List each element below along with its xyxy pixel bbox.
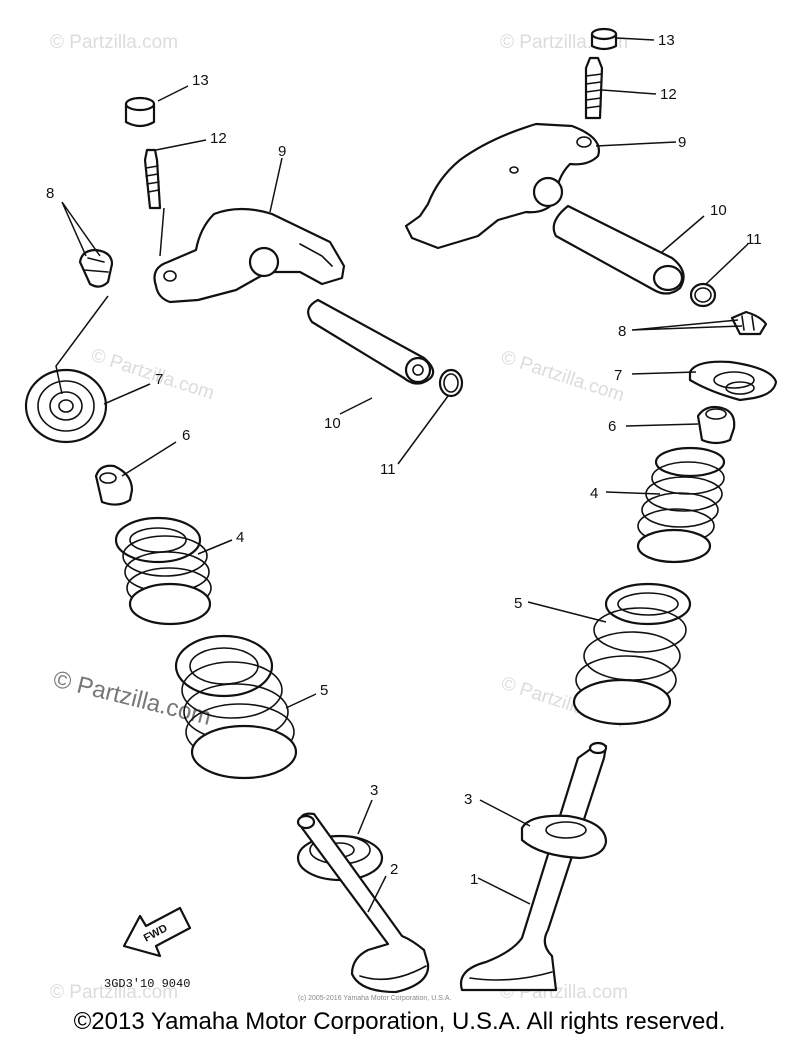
callout-10-right: 10 <box>710 202 727 219</box>
spring-seat-3-right <box>520 814 608 860</box>
callout-13-right: 13 <box>658 32 675 49</box>
callout-4-right: 4 <box>590 485 598 502</box>
watermark: © Partzilla.com <box>498 347 626 407</box>
callout-numbers: 13 12 9 8 7 6 4 5 10 11 3 2 13 12 9 10 1… <box>46 32 762 888</box>
leader-lines <box>55 37 749 913</box>
valve-1-right <box>459 741 608 992</box>
callout-13-left: 13 <box>192 72 209 89</box>
callout-5-left: 5 <box>320 682 328 699</box>
spring-retainer-7-left <box>24 368 108 444</box>
valve-cotter-8-right <box>730 310 768 336</box>
callout-10-left: 10 <box>324 415 341 432</box>
footer-copyright: ©2013 Yamaha Motor Corporation, U.S.A. A… <box>73 1008 726 1035</box>
watermark: © Partzilla.com <box>50 32 178 53</box>
callout-2: 2 <box>390 861 398 878</box>
rocker-shaft-10-left <box>307 298 435 385</box>
callout-9-left: 9 <box>278 143 286 160</box>
callout-4-left: 4 <box>236 529 244 546</box>
callout-1: 1 <box>470 871 478 888</box>
diagram-code: 3GD3'10 9040 <box>104 977 190 991</box>
watermark: © Partzilla.com <box>50 982 178 1003</box>
o-ring-11-left-inner <box>443 373 459 393</box>
callout-9-right: 9 <box>678 134 686 151</box>
callout-12-right: 12 <box>660 86 677 103</box>
inner-spring-4-left <box>114 516 212 626</box>
callout-11-right: 11 <box>746 231 762 248</box>
o-ring-11-right-inner <box>694 287 712 303</box>
rocker-shaft-10-right <box>552 204 685 295</box>
inner-spring-4-right <box>636 446 726 564</box>
spring-retainer-7-right <box>688 360 778 402</box>
adjusting-screw-12-right <box>584 56 604 120</box>
outer-spring-5-left <box>174 634 298 780</box>
stem-seal-6-left <box>94 464 134 506</box>
fwd-arrow-icon: FWD <box>122 906 192 958</box>
valve-cotter-8-left <box>78 248 114 288</box>
watermark: © Partzilla.com <box>88 345 216 405</box>
callout-3-right: 3 <box>464 791 472 808</box>
callout-5-right: 5 <box>514 595 522 612</box>
callout-7-right: 7 <box>614 367 622 384</box>
callout-12-left: 12 <box>210 130 227 147</box>
nut-13-left <box>124 96 156 128</box>
adjusting-screw-12-left <box>143 148 162 210</box>
callout-6-right: 6 <box>608 418 616 435</box>
stem-seal-6-right <box>696 405 736 445</box>
outer-spring-5-right <box>572 582 692 726</box>
small-copyright: (c) 2005-2016 Yamaha Motor Corporation, … <box>298 995 451 1002</box>
callout-8-left: 8 <box>46 185 54 202</box>
nut-13-right <box>590 27 618 51</box>
callout-8-right: 8 <box>618 323 626 340</box>
callout-6-left: 6 <box>182 427 190 444</box>
callout-11-left: 11 <box>380 461 396 478</box>
valve-2-left <box>296 812 430 994</box>
rocker-arm-9-right <box>404 122 601 250</box>
callout-3-left: 3 <box>370 782 378 799</box>
callout-7-left: 7 <box>155 371 163 388</box>
rocker-arm-9-left <box>153 207 346 304</box>
